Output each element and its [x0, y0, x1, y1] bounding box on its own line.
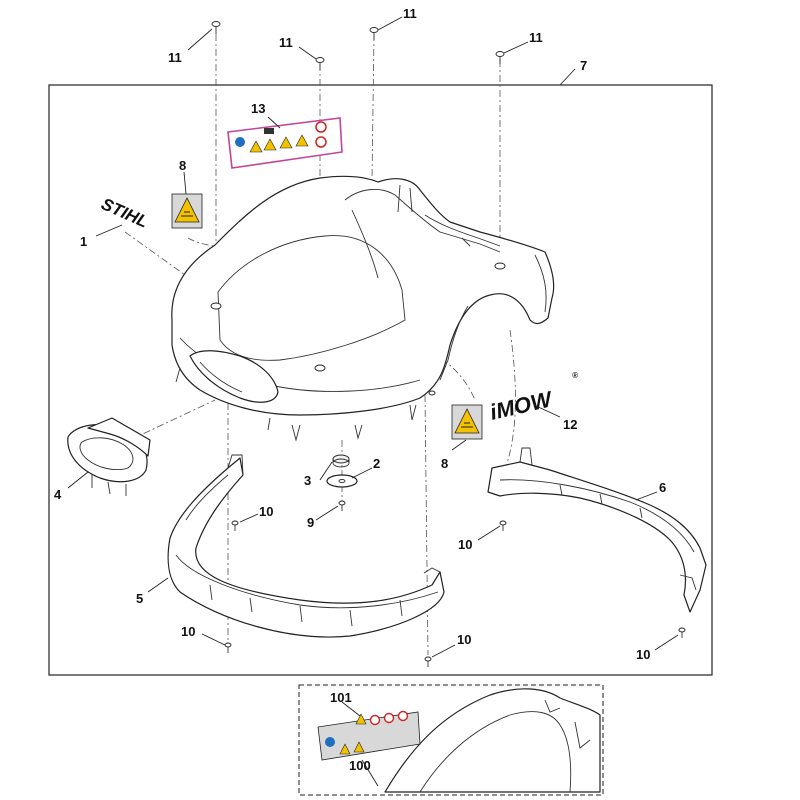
- leader-lines: [67, 16, 679, 787]
- callout-labels: 11 11 11 11 7 13 8 1 12 8 4 3 2 9 10 5 6…: [54, 6, 666, 773]
- inset-hood-detail: [317, 688, 601, 793]
- warning-sticker-8-left: [171, 193, 203, 229]
- screws-11: [211, 21, 505, 70]
- svg-text:®: ®: [572, 371, 578, 380]
- callout-8-a: 8: [179, 158, 186, 173]
- callout-2: 2: [373, 456, 380, 471]
- callout-8-b: 8: [441, 456, 448, 471]
- assembly-frame: [48, 84, 713, 676]
- svg-text:iMOW: iMOW: [488, 386, 557, 425]
- callout-6: 6: [659, 480, 666, 495]
- callout-11-b: 11: [279, 35, 293, 50]
- callout-10-c: 10: [181, 624, 195, 639]
- callout-1: 1: [80, 234, 87, 249]
- callout-9: 9: [307, 515, 314, 530]
- hood-cover: [171, 175, 555, 442]
- callout-5: 5: [136, 591, 143, 606]
- callout-10-d: 10: [457, 632, 471, 647]
- warning-label-13: [227, 117, 343, 169]
- washer-2: [326, 474, 358, 488]
- detail-inset-frame: [298, 684, 604, 796]
- stihl-logo: STIHL: [98, 194, 151, 231]
- callout-10-e: 10: [636, 647, 650, 662]
- callout-3: 3: [304, 473, 311, 488]
- callout-13: 13: [251, 101, 265, 116]
- screw-9: [338, 500, 346, 511]
- callout-11-c: 11: [403, 6, 417, 21]
- spacer-3: [332, 454, 350, 468]
- callout-11-d: 11: [529, 30, 543, 45]
- callout-101: 101: [330, 690, 352, 705]
- callout-10-a: 10: [259, 504, 273, 519]
- callout-11-a: 11: [168, 50, 182, 65]
- screws-10: [224, 520, 686, 667]
- callout-10-b: 10: [458, 537, 472, 552]
- bumper-6: [487, 447, 707, 613]
- bumper-5: [167, 454, 445, 638]
- callout-7: 7: [580, 58, 587, 73]
- callout-100: 100: [349, 758, 371, 773]
- front-bezel-4: [67, 417, 151, 496]
- callout-4: 4: [54, 487, 62, 502]
- callout-12: 12: [563, 417, 577, 432]
- warning-sticker-8-right: [451, 404, 483, 440]
